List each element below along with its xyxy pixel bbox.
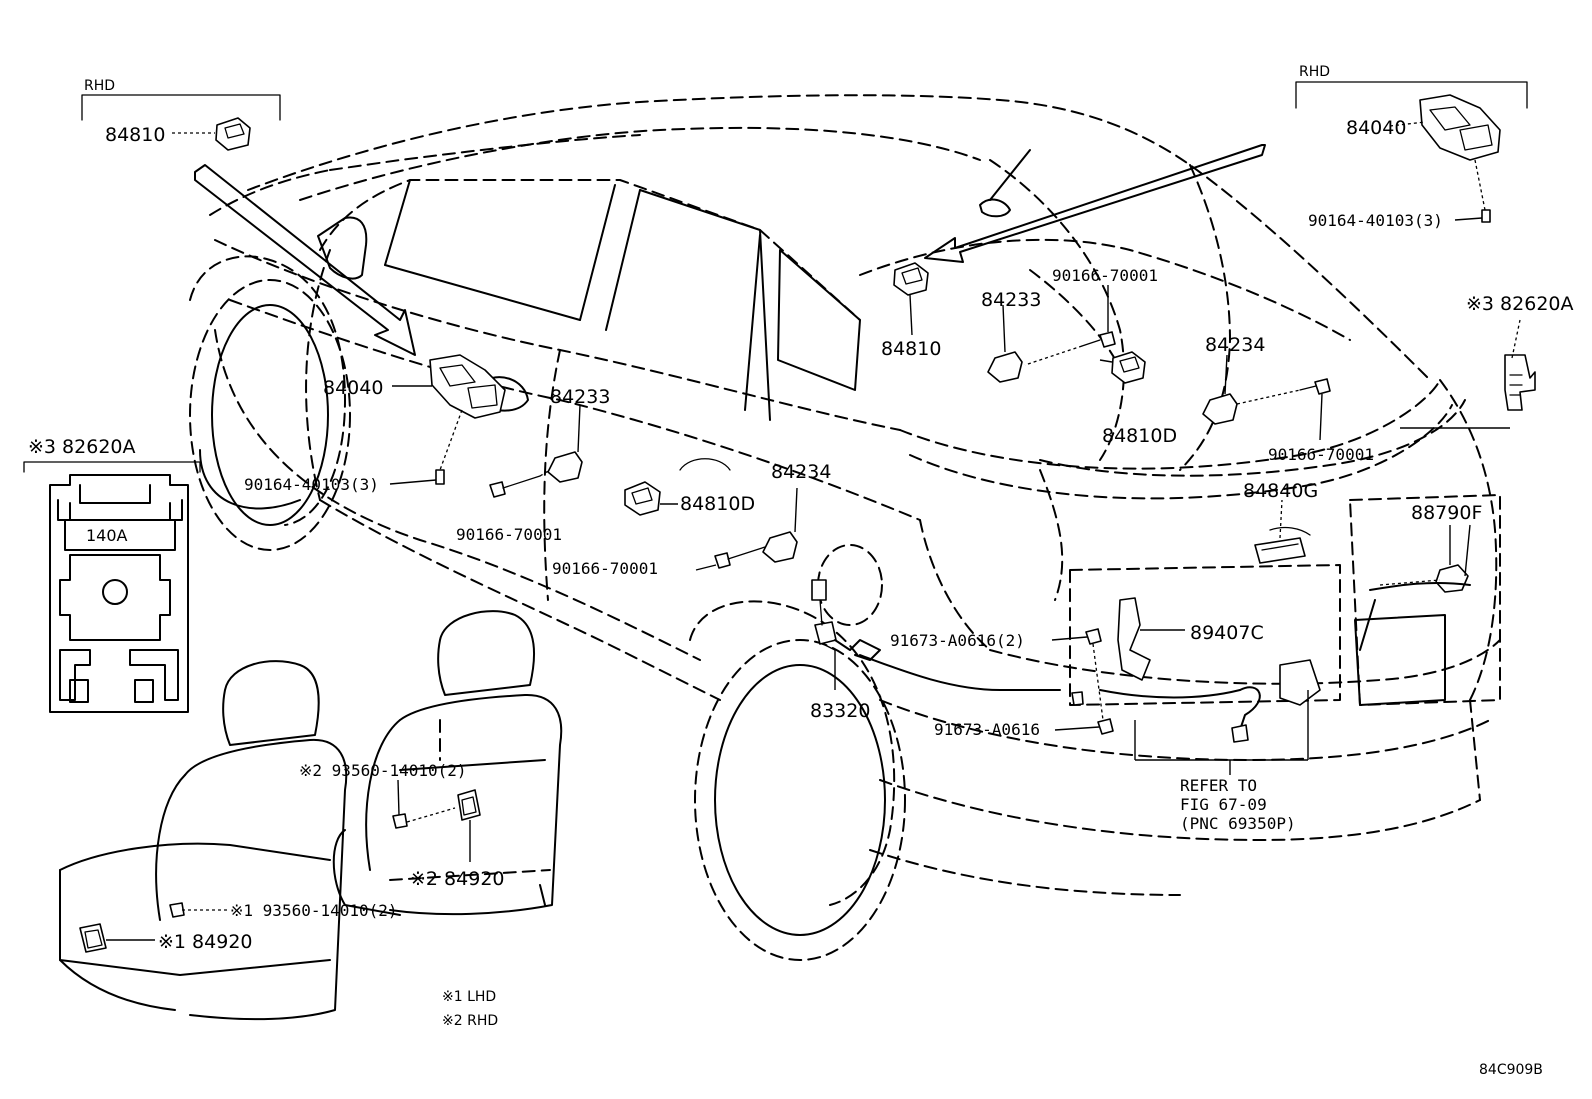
label-84810D-b[interactable]: 84810D xyxy=(1102,425,1177,447)
label-90164-left[interactable]: 90164-40103(3) xyxy=(244,475,379,494)
label-83320[interactable]: 83320 xyxy=(810,700,870,722)
label-91673-2[interactable]: 91673-A0616(2) xyxy=(890,631,1025,650)
labels: RHD RHD 84810 84040 90164-40103(3) ※3 82… xyxy=(28,64,1574,1078)
rhd-title-left: RHD xyxy=(84,78,115,94)
label-84810D-a[interactable]: 84810D xyxy=(680,493,755,515)
label-84040-rhd[interactable]: 84040 xyxy=(1346,117,1406,139)
rhd-title-right: RHD xyxy=(1299,64,1330,80)
switch-84040-rhd-icon xyxy=(1419,94,1501,223)
label-84234-a[interactable]: 84234 xyxy=(771,461,831,483)
sensor-84234-left-icon xyxy=(714,487,798,569)
sensor-84233-right-icon xyxy=(987,304,1023,383)
label-84920-1[interactable]: ※1 84920 xyxy=(158,931,253,953)
legend-note-1: ※1 LHD xyxy=(442,989,496,1005)
bolt-91673-icon xyxy=(1051,628,1114,735)
label-84840G[interactable]: 84840G xyxy=(1243,480,1318,502)
label-84233-a[interactable]: 84233 xyxy=(550,386,610,408)
sensor-83320-icon xyxy=(811,579,1061,691)
label-90166-c[interactable]: 90166-70001 xyxy=(1052,266,1158,285)
label-84920-2[interactable]: ※2 84920 xyxy=(410,868,505,890)
reference-line-1: REFER TO xyxy=(1180,776,1257,795)
switch-84040-left-icon xyxy=(429,354,506,485)
switch-84840G-icon xyxy=(1254,499,1311,564)
label-84810-mid[interactable]: 84810 xyxy=(881,338,941,360)
sensor-84810D-left-icon xyxy=(624,458,731,516)
label-84233-b[interactable]: 84233 xyxy=(981,289,1041,311)
relay-box-inset xyxy=(23,461,201,713)
relay-box-title[interactable]: ※3 82620A xyxy=(28,436,136,458)
parts xyxy=(79,94,1536,953)
switch-84920-lhd-icon xyxy=(79,902,228,953)
reference-line-3: (PNC 69350P) xyxy=(1180,814,1296,833)
label-93560-2[interactable]: ※2 93560-14010(2) xyxy=(299,761,467,780)
label-89407C[interactable]: 89407C xyxy=(1190,622,1264,644)
sensor-84810-mid-icon xyxy=(893,262,929,336)
camera-88790F-icon xyxy=(1359,524,1471,651)
reference-line-2: FIG 67-09 xyxy=(1180,795,1267,814)
sensor-84810-rhd-icon xyxy=(215,117,251,151)
relay-box-slot-label: 140A xyxy=(86,526,128,545)
label-82620A-right[interactable]: ※3 82620A xyxy=(1466,293,1574,315)
sensor-84234-right-icon xyxy=(1202,354,1301,425)
rear-seats xyxy=(59,610,563,1021)
bolt-90166-left-icon xyxy=(489,469,551,498)
label-88790F[interactable]: 88790F xyxy=(1411,502,1482,524)
diagram-code: 84C909B xyxy=(1479,1062,1543,1078)
legend-note-2: ※2 RHD xyxy=(442,1013,498,1029)
sensor-84810D-right-icon xyxy=(1111,351,1146,384)
switch-84920-rhd-icon xyxy=(392,779,481,862)
label-93560-1[interactable]: ※1 93560-14010(2) xyxy=(230,901,398,920)
harness-89407C-icon xyxy=(1099,597,1321,743)
vehicle-outline xyxy=(189,94,1501,961)
label-91673[interactable]: 91673-A0616 xyxy=(934,720,1040,739)
relay-82620A-right-icon xyxy=(1504,354,1536,411)
sensor-84233-left-icon xyxy=(547,404,583,483)
bolt-90166-right-icon xyxy=(1299,378,1331,441)
rhd-box-right xyxy=(1295,81,1528,109)
label-90166-a[interactable]: 90166-70001 xyxy=(456,525,562,544)
bolt-90166-mid-icon xyxy=(1024,285,1116,366)
label-84810-rhd[interactable]: 84810 xyxy=(105,124,165,146)
label-84234-b[interactable]: 84234 xyxy=(1205,334,1265,356)
label-84040-left[interactable]: 84040 xyxy=(323,377,383,399)
rhd-box-left xyxy=(81,94,281,121)
label-90164-rhd[interactable]: 90164-40103(3) xyxy=(1308,211,1443,230)
label-90166-b[interactable]: 90166-70001 xyxy=(552,559,658,578)
label-90166-d[interactable]: 90166-70001 xyxy=(1268,445,1374,464)
